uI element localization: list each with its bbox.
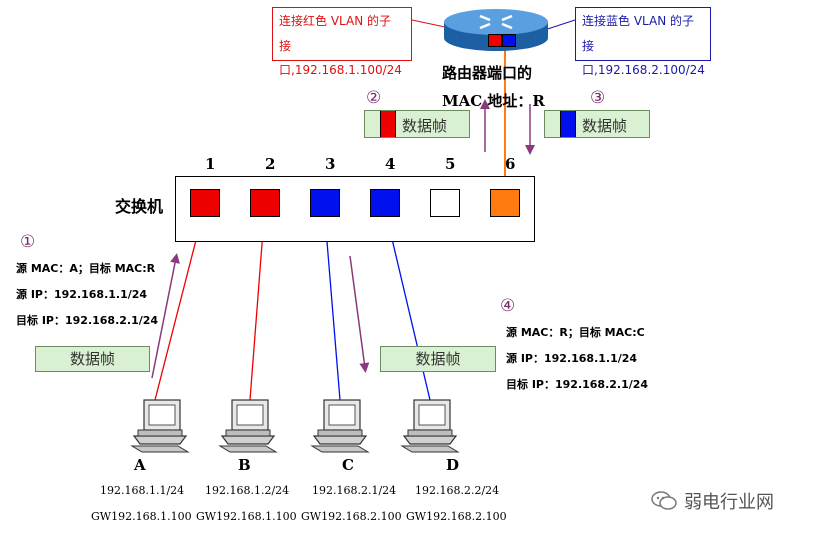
label-red-subinterface: 连接红色 VLAN 的子 接口,192.168.1.100/24 [272, 7, 412, 77]
info-left-line1: 源 MAC：A；目标 MAC:R [16, 262, 156, 275]
router-mac-line2: MAC 地址：R [442, 92, 545, 110]
router-mac-line1: 路由器端口的 [442, 64, 533, 82]
frame-4-label: 数据帧 [415, 350, 461, 368]
pc-icon-c [310, 398, 370, 456]
frame-4: 数据帧 [380, 346, 496, 372]
frame-3: 数据帧 [544, 110, 650, 138]
switch-port-6 [490, 189, 520, 217]
port-num-6: 6 [505, 155, 516, 173]
switch-port-1 [190, 189, 220, 217]
host-name-c: C [342, 456, 354, 474]
frame-2: 数据帧 [364, 110, 470, 138]
switch-label: 交换机 [115, 197, 164, 216]
step-2: ② [366, 88, 382, 108]
info-right-line1: 源 MAC：R；目标 MAC:C [506, 326, 645, 339]
router-port-blue [502, 34, 516, 47]
host-gw-a: GW192.168.1.100 [91, 510, 192, 523]
label-blue-line1: 连接蓝色 VLAN 的子 [582, 14, 694, 28]
info-left-line2: 源 IP：192.168.1.1/24 [16, 288, 148, 301]
step-3: ③ [590, 88, 606, 108]
port-num-1: 1 [205, 155, 216, 173]
host-ip-d: 192.168.2.2/24 [415, 484, 500, 497]
switch-port-2 [250, 189, 280, 217]
port-num-4: 4 [385, 155, 396, 173]
host-gw-d: GW192.168.2.100 [406, 510, 507, 523]
port-num-3: 3 [325, 155, 336, 173]
pc-icon-a [130, 398, 190, 456]
host-ip-b: 192.168.1.2/24 [205, 484, 290, 497]
frame-3-label: 数据帧 [582, 117, 628, 135]
watermark-text: 弱电行业网 [684, 492, 774, 513]
switch-body [175, 176, 535, 242]
router-icon [440, 4, 552, 54]
host-gw-c: GW192.168.2.100 [301, 510, 402, 523]
switch-port-4 [370, 189, 400, 217]
label-blue-line2: 接口,192.168.2.100/24 [582, 39, 705, 77]
label-red-line2: 接口,192.168.1.100/24 [279, 39, 402, 77]
switch-port-5 [430, 189, 460, 217]
router-port-red [488, 34, 502, 47]
frame-3-tag-blue [560, 111, 576, 137]
arrow-down-host [349, 255, 370, 373]
info-left-line3: 目标 IP：192.168.2.1/24 [16, 314, 159, 327]
pc-icon-d [400, 398, 460, 456]
frame-2-tag-red [380, 111, 396, 137]
port-num-5: 5 [445, 155, 456, 173]
pc-icon-b [218, 398, 278, 456]
host-gw-b: GW192.168.1.100 [196, 510, 297, 523]
switch-port-3 [310, 189, 340, 217]
frame-1: 数据帧 [35, 346, 150, 372]
frame-1-label: 数据帧 [69, 350, 115, 368]
host-ip-c: 192.168.2.1/24 [312, 484, 397, 497]
chat-icon [650, 490, 678, 512]
host-name-d: D [446, 456, 460, 474]
host-name-b: B [238, 456, 251, 474]
label-blue-subinterface: 连接蓝色 VLAN 的子 接口,192.168.2.100/24 [575, 7, 711, 77]
host-ip-a: 192.168.1.1/24 [100, 484, 185, 497]
label-red-line1: 连接红色 VLAN 的子 [279, 14, 391, 28]
info-right-line3: 目标 IP：192.168.2.1/24 [506, 378, 649, 391]
info-right-line2: 源 IP：192.168.1.1/24 [506, 352, 638, 365]
step-4: ④ [500, 296, 516, 316]
step-1: ① [20, 232, 36, 252]
watermark: 弱电行业网 [650, 488, 774, 514]
port-num-2: 2 [265, 155, 276, 173]
frame-2-label: 数据帧 [402, 117, 448, 135]
arrow-up-host [151, 253, 180, 379]
host-name-a: A [134, 456, 146, 474]
